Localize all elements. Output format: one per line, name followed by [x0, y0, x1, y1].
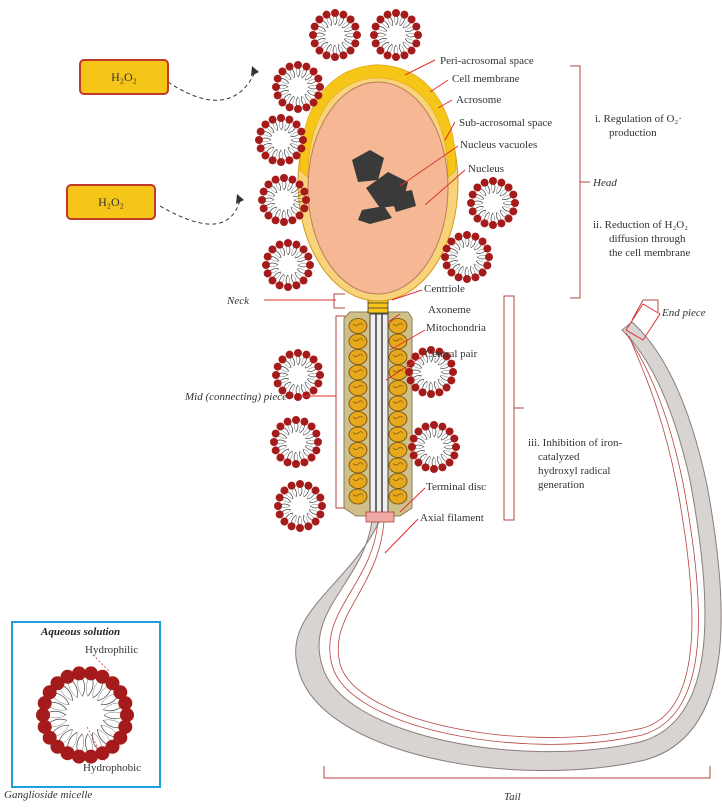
mitochondrion — [388, 488, 408, 505]
mechanism-iii-line1: iii. Inhibition of iron- — [528, 437, 622, 449]
mitochondrion — [348, 426, 368, 443]
mechanism-ii-line1: ii. Reduction of H₂O₂ — [593, 219, 688, 231]
micelle-inset-drawing: Aqueous solution Hydrophilic Hydrophobic — [36, 626, 141, 774]
mitochondria-right — [388, 318, 408, 505]
mechanism-i-line1: i. Regulation of O₂· — [595, 113, 682, 125]
mitochondrion — [388, 380, 408, 396]
label-centriole: Centriole — [424, 283, 465, 295]
micelle — [370, 9, 422, 61]
mitochondrion — [348, 395, 368, 412]
mechanism-ii-line2: diffusion through — [609, 233, 686, 245]
label-end-piece: End piece — [661, 307, 706, 319]
micelle — [270, 416, 322, 468]
label-head: Head — [592, 177, 617, 189]
inset-hydrophobic-label: Hydrophobic — [83, 762, 141, 774]
mitochondrion — [348, 457, 368, 474]
mitochondrion — [348, 411, 368, 427]
micelle — [272, 349, 324, 401]
micelle — [272, 61, 324, 113]
label-mitochondria: Mitochondria — [426, 322, 486, 334]
tail-inner-line-2 — [337, 335, 693, 738]
label-acrosome: Acrosome — [456, 94, 501, 106]
micelle — [36, 666, 134, 764]
label-tail: Tail — [504, 791, 521, 803]
mitochondrion — [388, 473, 408, 489]
mitochondrion — [388, 349, 408, 365]
label-neck: Neck — [226, 295, 250, 307]
label-terminal-disc: Terminal disc — [426, 481, 486, 493]
micelle — [274, 480, 326, 532]
inset-hydrophilic-label: Hydrophilic — [85, 644, 138, 656]
micelle — [255, 114, 307, 166]
ganglioside-micelles — [255, 9, 519, 532]
h2o2-box-upper: H₂O₂ — [79, 59, 169, 95]
mitochondrion — [348, 318, 368, 334]
mitochondrion — [348, 333, 368, 350]
micelle — [258, 174, 310, 226]
label-axial-filament: Axial filament — [420, 512, 484, 524]
micelle — [262, 239, 314, 291]
terminal-disc — [365, 511, 395, 523]
mitochondrion — [388, 442, 408, 458]
mitochondrion — [348, 442, 368, 458]
micelle — [467, 177, 519, 229]
label-mid-piece: Mid (connecting) piece — [184, 391, 287, 403]
mechanism-iii-line3: hydroxyl radical — [538, 465, 610, 477]
h2o2-arrows — [159, 71, 256, 225]
micelle-inset-box: Aqueous solution Hydrophilic Hydrophobic — [11, 621, 161, 788]
micelle — [405, 346, 457, 398]
mitochondrion — [388, 333, 408, 350]
mitochondrion — [348, 364, 368, 381]
pointer-lines — [264, 59, 466, 554]
tail-outer — [295, 321, 722, 772]
large-micelle — [36, 666, 134, 764]
mitochondrion — [388, 457, 408, 474]
nucleus-vacuoles — [352, 150, 416, 224]
mitochondrion — [348, 473, 368, 489]
micelle — [441, 231, 493, 283]
mechanism-i-line2: production — [609, 127, 657, 139]
mitochondrion — [348, 380, 368, 396]
label-sub-acrosomal: Sub-acrosomal space — [459, 117, 552, 129]
mechanism-iii-line4: generation — [538, 479, 585, 491]
label-central-pair: Central pair — [425, 348, 478, 360]
mitochondrion — [348, 349, 368, 365]
inset-title: Aqueous solution — [40, 626, 120, 638]
mechanism-iii-line2: catalyzed — [538, 451, 580, 463]
brackets — [323, 65, 711, 779]
mitochondrion — [388, 318, 408, 334]
mechanism-ii-line3: the cell membrane — [609, 247, 690, 259]
label-peri-acrosomal: Peri-acrosomal space — [440, 55, 534, 67]
label-axoneme: Axoneme — [428, 304, 471, 316]
micelle — [309, 9, 361, 61]
mitochondrion — [388, 411, 408, 427]
mitochondrion — [388, 395, 408, 412]
inset-caption: Ganglioside micelle — [4, 789, 93, 801]
axoneme-core — [369, 313, 389, 515]
mitochondrion — [388, 426, 408, 443]
label-cell-membrane: Cell membrane — [452, 73, 520, 85]
tail-inner-line — [329, 332, 699, 745]
micelle — [408, 421, 460, 473]
mitochondria-left — [348, 318, 368, 505]
h2o2-box-lower: H₂O₂ — [66, 184, 156, 220]
mitochondrion — [348, 488, 368, 505]
label-nucleus: Nucleus — [468, 163, 504, 175]
label-nucleus-vacuoles: Nucleus vacuoles — [460, 139, 537, 151]
